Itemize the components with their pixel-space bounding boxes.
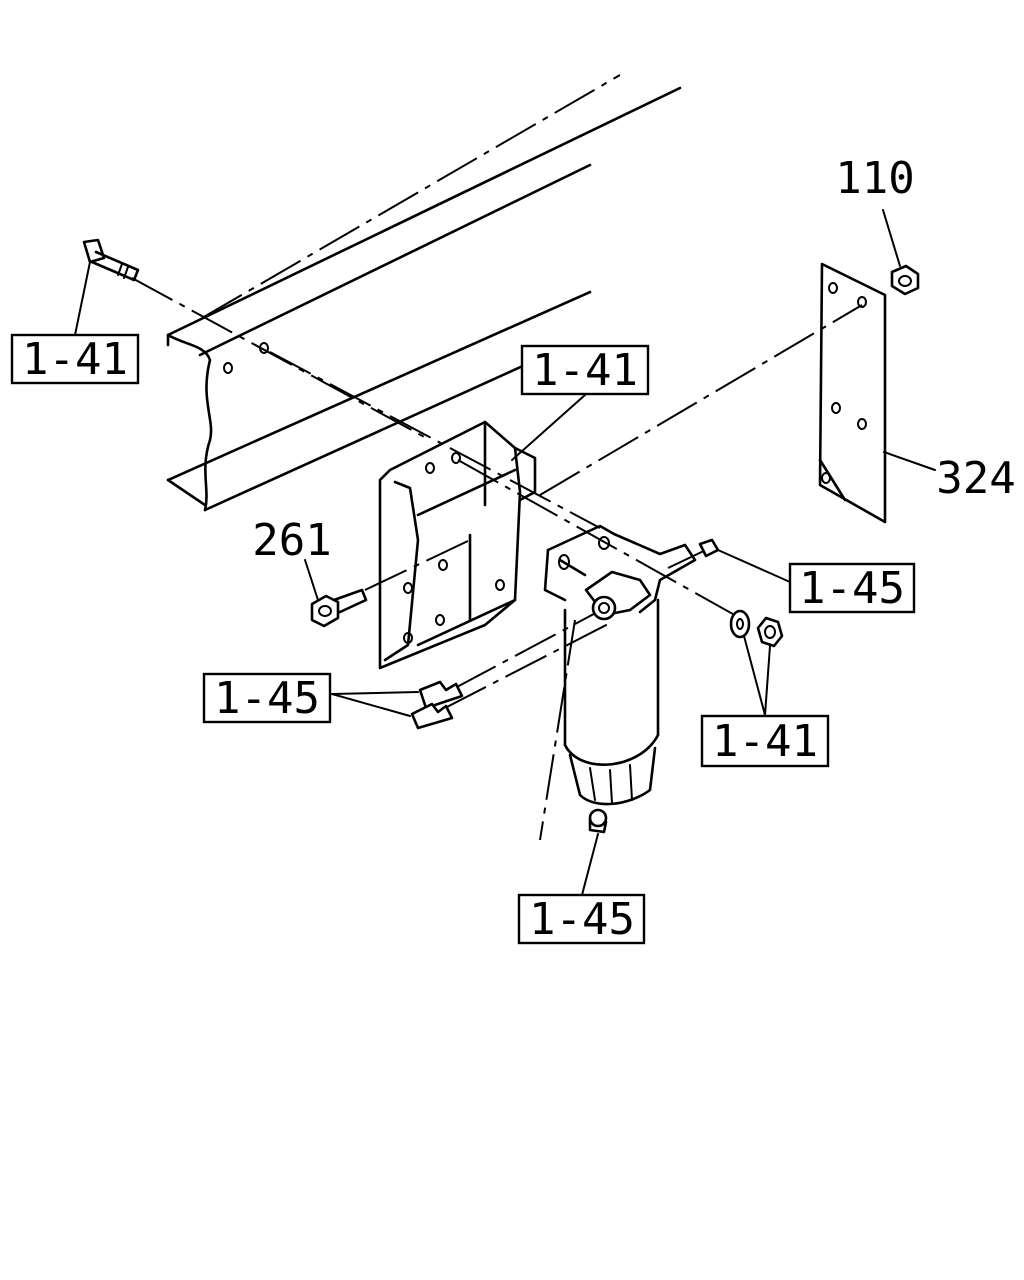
fittings-left xyxy=(410,680,464,730)
leader-lines xyxy=(74,209,936,896)
callout-1-45-right: 1-45 xyxy=(788,562,916,614)
part-number-324: 324 xyxy=(936,453,1015,504)
center-lines xyxy=(131,74,863,841)
callout-label: 1-41 xyxy=(712,716,818,767)
plate-324 xyxy=(818,262,887,524)
mounting-bracket xyxy=(378,420,537,670)
bolt-261 xyxy=(310,588,368,628)
small-bolt xyxy=(698,538,720,558)
callout-1-41-bracket: 1-41 xyxy=(520,344,650,396)
callout-label: 1-45 xyxy=(799,563,905,614)
nut-110 xyxy=(890,264,920,296)
callout-1-45-left: 1-45 xyxy=(202,672,332,724)
callout-label: 1-45 xyxy=(529,894,635,945)
washer-nut xyxy=(729,609,784,648)
part-number-261: 261 xyxy=(252,515,331,566)
bolt-top-left xyxy=(82,238,140,282)
callout-label: 1-45 xyxy=(214,673,320,724)
fuel-filter xyxy=(543,524,697,834)
callout-label: 1-41 xyxy=(22,334,128,385)
callout-1-41-washer: 1-41 xyxy=(700,714,830,768)
callout-1-41-top-left: 1-41 xyxy=(10,333,140,385)
callout-label: 1-41 xyxy=(532,345,638,396)
part-number-110: 110 xyxy=(835,153,914,204)
frame-rail xyxy=(166,86,682,512)
callout-1-45-bottom: 1-45 xyxy=(517,893,646,945)
